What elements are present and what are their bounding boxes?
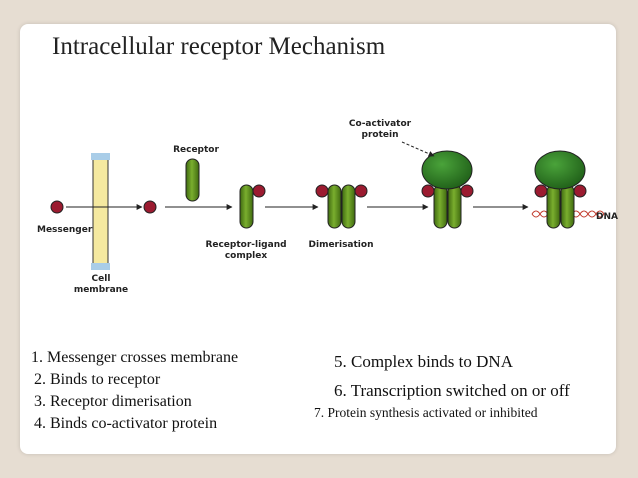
label-dna: DNA [596,212,618,222]
complex-on-dna [531,150,605,229]
receptor-free [185,158,200,202]
cell-membrane [91,153,110,270]
receptor-dimer [315,184,368,229]
label-membrane: membrane [74,285,128,295]
step-5: 5. Complex binds to DNA [334,352,513,371]
slide-panel [20,24,616,454]
step-2: 2. Binds to receptor [34,371,161,388]
dimer-with-coactivator [421,150,474,229]
slide-title: Intracellular receptor Mechanism [52,33,386,60]
receptor-ligand-complex [239,184,266,229]
label-protein: protein [362,130,399,140]
label-messenger: Messenger [37,225,93,235]
messenger-outside [50,200,64,214]
label-cell: Cell [92,274,111,284]
coactivator-pointer [401,141,435,157]
label-receptor-ligand: Receptor-ligand [205,240,286,250]
label-dimerisation: Dimerisation [309,240,374,250]
step-7: 7. Protein synthesis activated or inhibi… [314,405,538,420]
step-6: 6. Transcription switched on or off [334,381,570,400]
step-1: 1. Messenger crosses membrane [31,349,239,366]
step-3: 3. Receptor dimerisation [34,393,192,410]
step-4: 4. Binds co-activator protein [34,415,218,432]
label-complex: complex [225,251,268,261]
label-receptor: Receptor [173,145,219,155]
messenger-inside [143,200,157,214]
label-coactivator: Co-activator [349,119,412,129]
